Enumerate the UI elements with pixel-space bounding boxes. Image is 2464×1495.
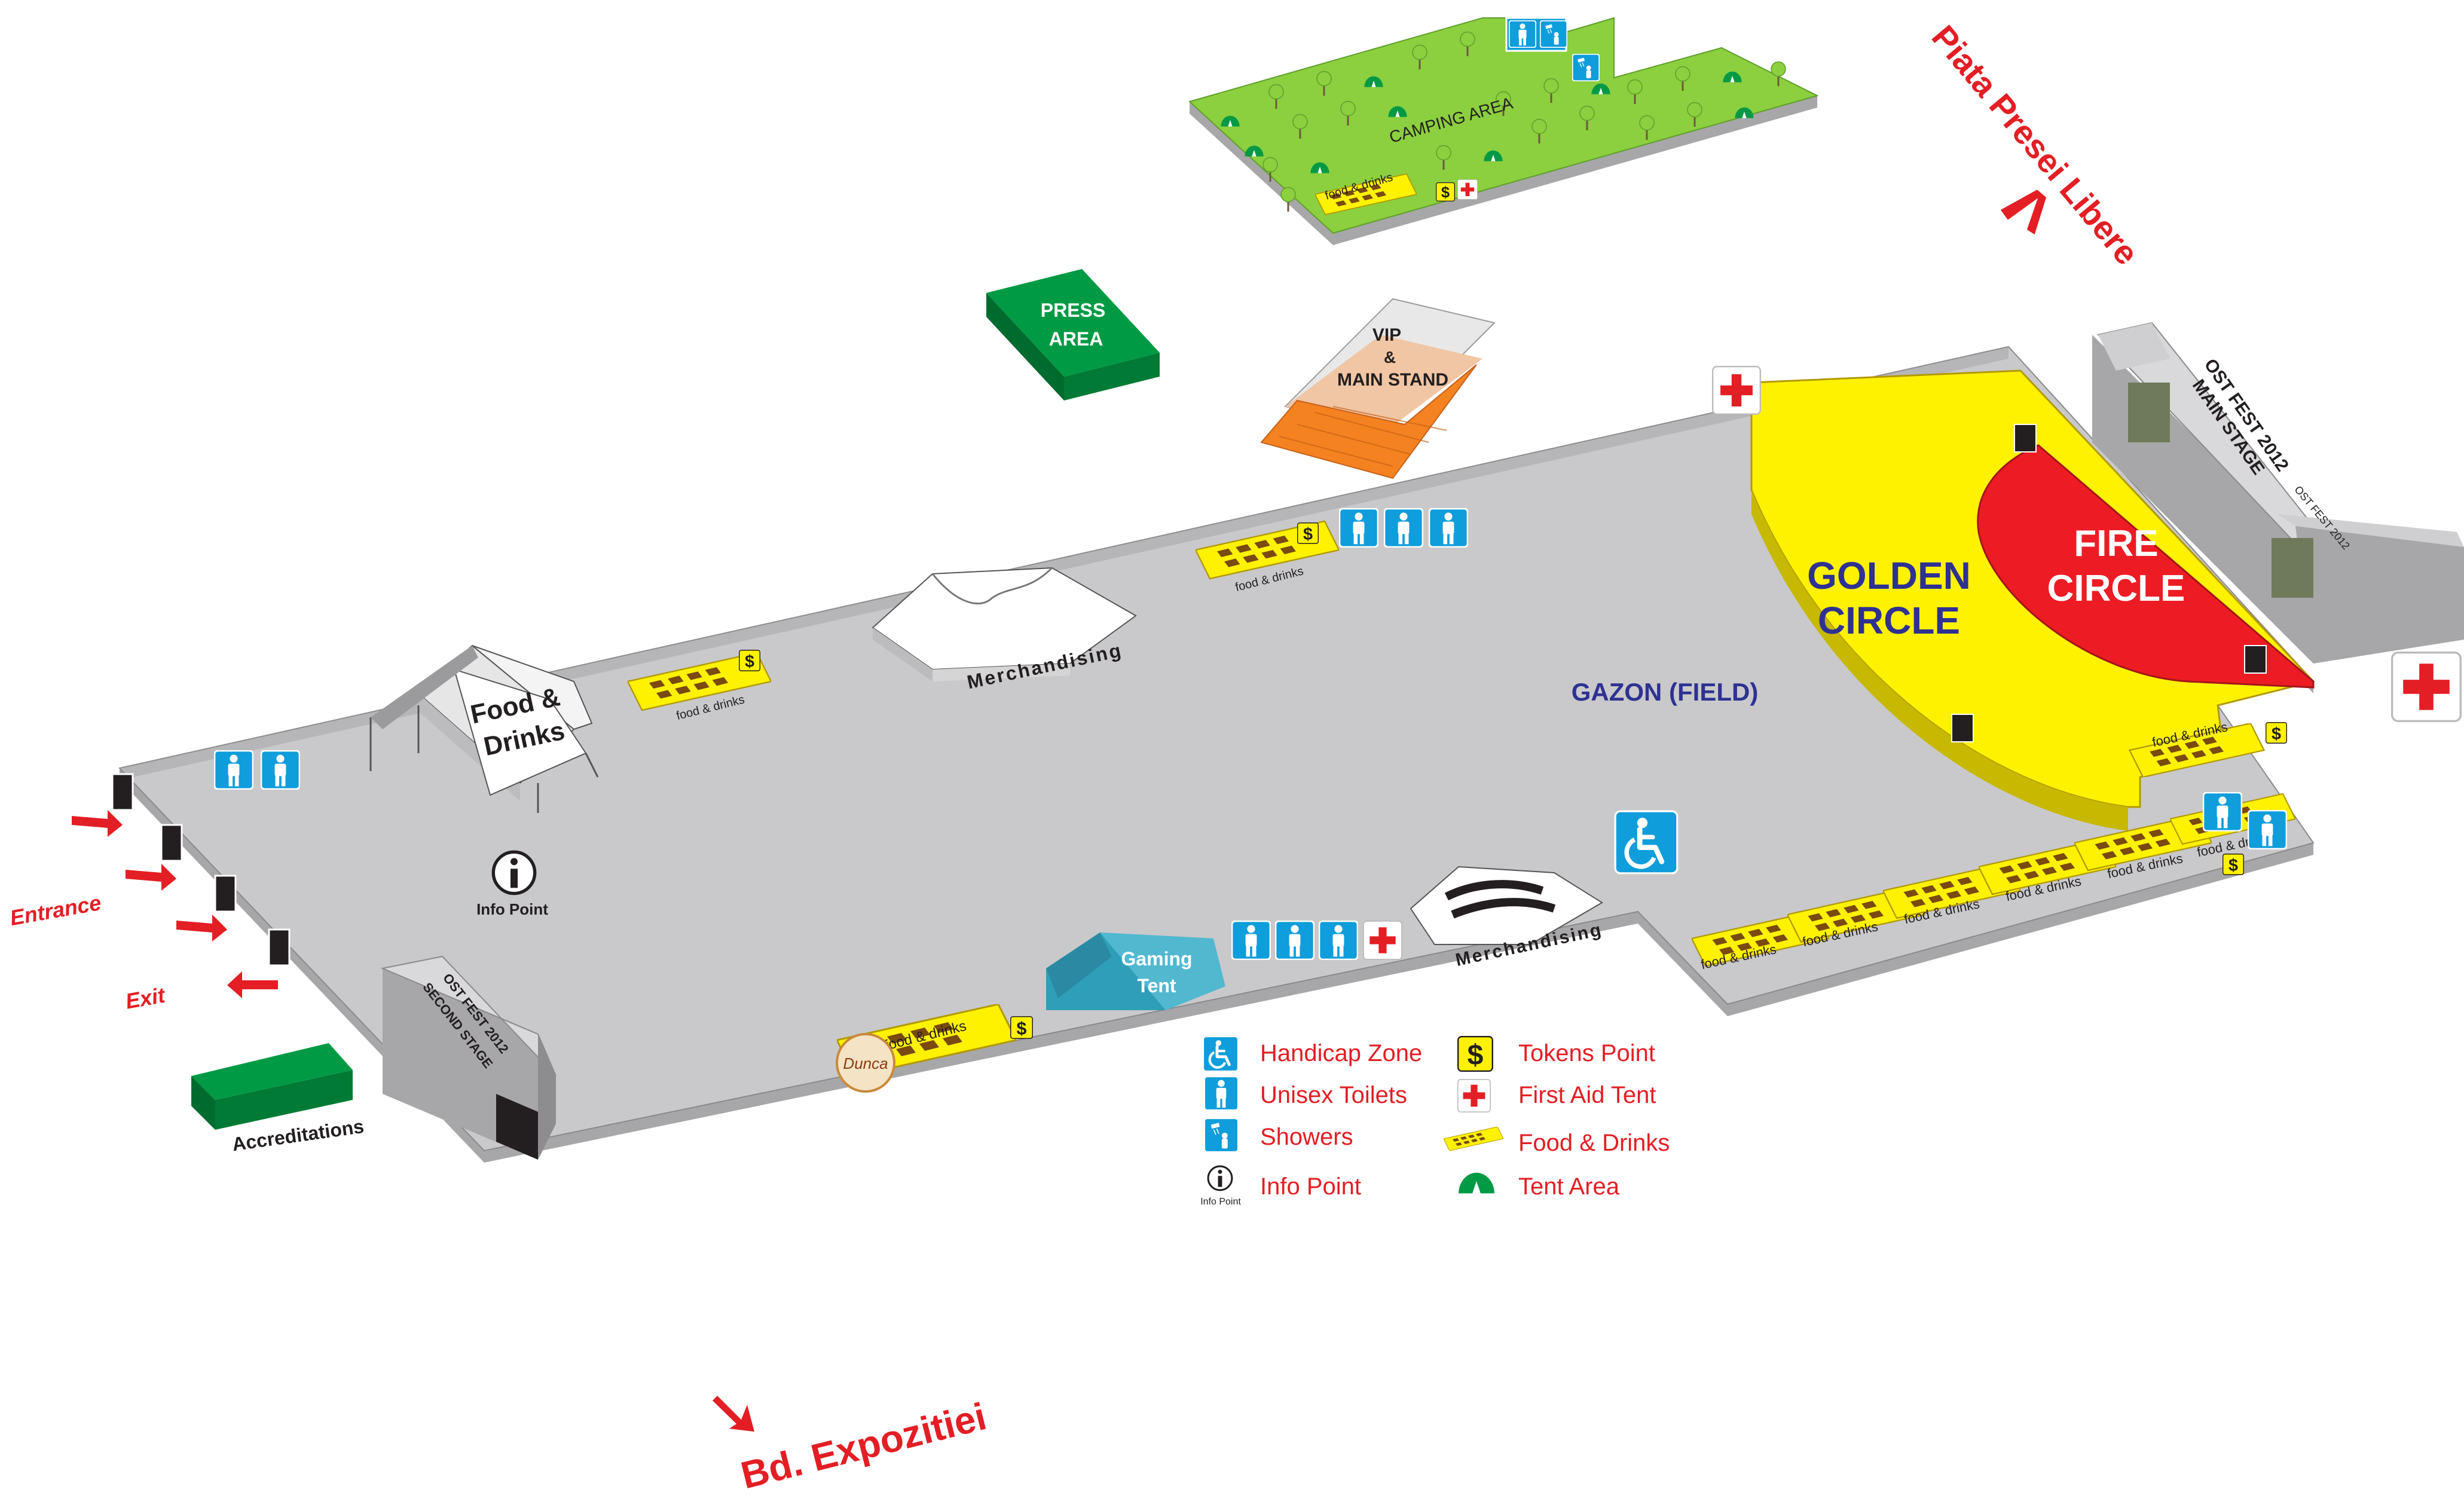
toilet-icon xyxy=(1275,921,1314,960)
toilet-icon xyxy=(2248,810,2287,849)
first-aid-icon xyxy=(2391,652,2462,722)
tokens-icon xyxy=(2223,854,2244,875)
entrance-arrow xyxy=(126,864,176,891)
entrance-gates xyxy=(111,773,291,967)
legend-icon-dollar xyxy=(1457,1036,1493,1072)
legend-icon-food xyxy=(1444,1127,1503,1151)
shower-icon xyxy=(1540,20,1567,48)
merchandising-tent-top: Merchandising xyxy=(872,567,1137,693)
legend-info-sub: Info Point xyxy=(1200,1197,1241,1207)
stage-screen xyxy=(2272,538,2313,598)
press-label-line2: AREA xyxy=(1049,328,1103,350)
toilet-icon xyxy=(2203,792,2242,831)
piata-arrow xyxy=(2000,189,2047,235)
toilet-icon xyxy=(261,750,300,790)
handicap-zone-icon xyxy=(1615,811,1677,873)
tokens-icon xyxy=(2266,722,2287,744)
first-aid-icon xyxy=(1457,179,1478,200)
legend-label-toilets: Unisex Toilets xyxy=(1260,1082,1407,1108)
tokens-icon xyxy=(1297,522,1319,544)
golden-label-line2: CIRCLE xyxy=(1818,599,1960,642)
entrance-label: Entrance xyxy=(8,890,103,930)
legend-icon-info xyxy=(1207,1165,1233,1191)
camping-area: CAMPING AREA food & drinks xyxy=(1188,17,1819,245)
golden-label-line1: GOLDEN xyxy=(1807,554,1971,597)
vip-label-line2: & xyxy=(1384,348,1396,366)
tokens-icon xyxy=(739,650,760,671)
bd-label: Bd. Expozitiei xyxy=(736,1395,991,1495)
camping-grass xyxy=(1188,17,1819,234)
field-label: GAZON (FIELD) xyxy=(1572,678,1759,706)
vip-label-line3: MAIN STAND xyxy=(1337,370,1448,390)
legend-icon-tent xyxy=(1459,1172,1494,1194)
legend-label-first-aid: First Aid Tent xyxy=(1518,1082,1656,1108)
legend-icon-toilet xyxy=(1204,1076,1239,1111)
sponsor-label: Dunca xyxy=(843,1054,888,1072)
legend-label-food: Food & Drinks xyxy=(1518,1130,1670,1156)
legend-icon-wheelchair xyxy=(1203,1037,1238,1071)
toilet-icon xyxy=(1319,921,1358,960)
sponsor-badge: Dunca xyxy=(836,1033,895,1093)
street-piata: Piata Presei Libere xyxy=(1925,18,2146,271)
shower-icon xyxy=(1572,54,1600,81)
first-aid-icon xyxy=(1712,366,1761,415)
entrance-arrow xyxy=(72,810,123,837)
legend-icon-first-aid xyxy=(1457,1079,1491,1112)
toilet-icon xyxy=(1384,508,1423,548)
food-drinks-tent: Food & Drinks xyxy=(369,644,599,813)
legend-label-tokens: Tokens Point xyxy=(1518,1040,1655,1066)
exit-arrow xyxy=(227,971,278,998)
bd-arrow xyxy=(713,1396,754,1432)
exit-label: Exit xyxy=(124,982,168,1013)
toilet-icon xyxy=(1339,508,1378,548)
gaming-label-line2: Tent xyxy=(1137,975,1176,996)
main-stage: OST FEST 2012 MAIN STAGE OST FEST 2012 xyxy=(2092,322,2464,664)
legend: Info Point Handicap Zone Unisex Toilets … xyxy=(1200,1036,1670,1207)
legend-label-tent: Tent Area xyxy=(1518,1173,1620,1200)
gate-arrows xyxy=(72,810,278,998)
fire-label-line2: CIRCLE xyxy=(2047,568,2185,609)
tokens-icon xyxy=(1010,1016,1033,1039)
piata-label: Piata Presei Libere xyxy=(1925,18,2146,271)
second-stage: OST FEST 2012 SECOND STAGE xyxy=(380,955,557,1160)
vip-main-stand: VIP & MAIN STAND xyxy=(1260,298,1496,479)
legend-label-showers: Showers xyxy=(1260,1124,1353,1150)
info-point-label: Info Point xyxy=(476,900,548,918)
legend-icon-shower xyxy=(1204,1118,1239,1152)
toilet-icon xyxy=(214,750,253,790)
press-area: PRESS AREA xyxy=(986,269,1160,400)
fire-label-line1: FIRE xyxy=(2074,523,2158,564)
tokens-icon xyxy=(1436,182,1455,201)
toilet-icon xyxy=(1231,921,1271,960)
stage-screen xyxy=(2128,383,2170,442)
vip-label-line1: VIP xyxy=(1372,325,1401,345)
toilet-icon xyxy=(1429,508,1468,548)
circle-gates xyxy=(1951,424,2267,742)
accreditations: Accreditations xyxy=(191,1043,365,1155)
legend-label-info: Info Point xyxy=(1260,1173,1361,1200)
press-label-line1: PRESS xyxy=(1041,299,1105,321)
toilet-icon xyxy=(1509,20,1536,48)
info-icon xyxy=(493,852,534,893)
fire-circle: FIRE CIRCLE xyxy=(1977,444,2315,689)
info-point: Info Point xyxy=(476,852,548,918)
gaming-tent: Gaming Tent xyxy=(1046,933,1225,1010)
gaming-label-line1: Gaming xyxy=(1121,948,1192,970)
first-aid-icon xyxy=(1363,921,1402,960)
entrance-arrow xyxy=(176,915,227,941)
street-bd: Bd. Expozitiei xyxy=(713,1395,991,1495)
legend-label-handicap: Handicap Zone xyxy=(1260,1040,1422,1066)
